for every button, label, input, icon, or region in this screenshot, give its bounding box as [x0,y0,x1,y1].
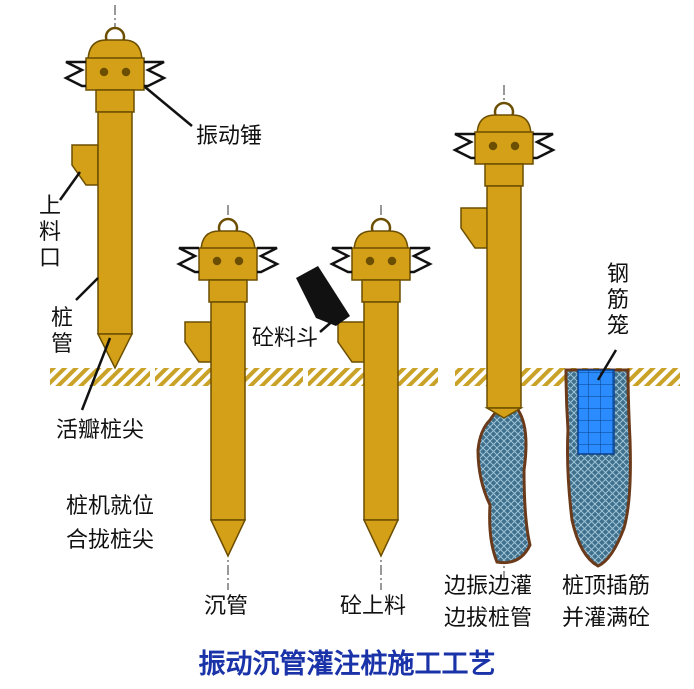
step-1-line2: 合拢桩尖 [66,528,155,553]
diagram-title: 振动沉管灌注桩施工工艺 [198,649,496,680]
label-valve-tip: 活瓣桩尖 [56,418,145,443]
step-3-label: 砼上料 [340,594,407,619]
concrete-column-4 [476,404,532,565]
pile-rig-3 [329,217,433,558]
leader-lines [58,86,618,411]
label-pile-tube: 桩管 [50,306,73,357]
pile-rig-4 [452,101,556,419]
step-4-line2: 边拔桩管 [444,606,533,631]
ground-strip [50,368,150,386]
step-5-line1: 桩顶插筋 [562,574,651,599]
label-concrete-hopper: 砼料斗 [252,326,319,351]
concrete-hopper-shape [296,266,350,326]
step-4-line1: 边振边灌 [444,574,533,599]
pile-rig-1 [63,26,167,370]
label-feed-port: 上料口 [38,194,61,271]
label-rebar-cage: 钢筋笼 [606,262,629,339]
step-1-line1: 桩机就位 [66,494,155,519]
label-vibro-hammer: 振动锤 [196,124,263,149]
step-5-line2: 并灌满砼 [562,606,651,631]
pile-rig-2 [176,217,280,558]
step-2-label: 沉管 [204,594,249,619]
rebar-cage [577,369,615,455]
